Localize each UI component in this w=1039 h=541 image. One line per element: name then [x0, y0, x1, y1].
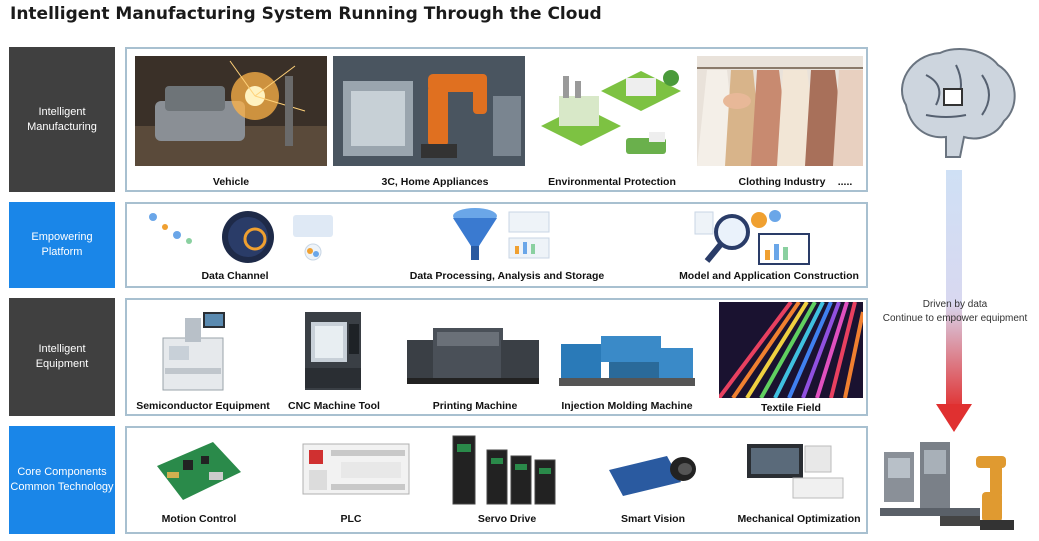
factory-robot-icon — [880, 432, 1030, 532]
smart-vision-image — [607, 450, 699, 500]
flow-note-line2: Continue to empower equipment — [882, 313, 1028, 324]
flow-note-line1: Driven by data — [922, 299, 988, 310]
item-label-semiconductor-equipment: Semiconductor Equipment — [136, 400, 270, 412]
printing-machine-image — [407, 318, 539, 388]
item-label-printing-machine: Printing Machine — [432, 400, 518, 412]
flow-note: Driven by data Continue to empower equip… — [872, 298, 1038, 326]
item-label-home-appliances: 3C, Home Appliances — [381, 176, 489, 188]
vehicle-factory-image — [135, 56, 327, 166]
side-label-empowering-platform: Empowering Platform — [9, 202, 115, 288]
side-label-core-components: Core Components Common Technology — [9, 426, 115, 534]
item-label-plc: PLC — [340, 513, 362, 525]
down-arrow-icon — [936, 170, 972, 432]
item-label-textile-field: Textile Field — [761, 402, 821, 414]
item-label-ellipsis: ..... — [837, 176, 853, 188]
injection-molding-image — [559, 326, 695, 388]
side-label-intelligent-equipment: Intelligent Equipment — [9, 298, 115, 416]
item-label-model-application: Model and Application Construction — [679, 270, 859, 282]
motion-control-image — [153, 436, 245, 508]
side-label-intelligent-manufacturing: Intelligent Manufacturing — [9, 47, 115, 192]
mechanical-optimization-image — [745, 440, 845, 504]
cnc-machine-image — [299, 308, 367, 394]
environmental-protection-image — [531, 56, 691, 166]
item-label-vehicle: Vehicle — [212, 176, 250, 188]
item-label-data-channel: Data Channel — [201, 270, 269, 282]
model-application-image — [687, 206, 817, 268]
servo-drive-image — [449, 434, 567, 506]
plc-image — [301, 442, 411, 498]
brain-icon — [886, 45, 1022, 161]
item-label-data-processing: Data Processing, Analysis and Storage — [409, 270, 605, 282]
item-label-clothing-industry: Clothing Industry — [738, 176, 826, 188]
item-label-motion-control: Motion Control — [161, 513, 237, 525]
item-label-smart-vision: Smart Vision — [621, 513, 685, 525]
panel-empowering-platform: Data Channel Data Processing, Analysis a… — [125, 202, 868, 288]
data-channel-image — [143, 207, 343, 267]
panel-intelligent-manufacturing: Vehicle 3C, Home Appliances E — [125, 47, 868, 192]
semiconductor-equipment-image — [155, 308, 231, 394]
item-label-injection-molding: Injection Molding Machine — [561, 400, 693, 412]
data-processing-image — [447, 206, 557, 266]
item-label-cnc-machine: CNC Machine Tool — [288, 400, 380, 412]
page-title: Intelligent Manufacturing System Running… — [10, 4, 602, 24]
item-label-environmental-protection: Environmental Protection — [548, 176, 676, 188]
panel-core-components: Motion Control PLC Servo Drive — [125, 426, 868, 534]
item-label-mechanical-optimization: Mechanical Optimization — [737, 513, 861, 525]
home-appliances-robot-image — [333, 56, 525, 166]
panel-intelligent-equipment: Semiconductor Equipment CNC Machine Tool… — [125, 298, 868, 416]
clothing-industry-image — [697, 56, 863, 166]
textile-field-image — [719, 302, 863, 398]
item-label-servo-drive: Servo Drive — [477, 513, 537, 525]
